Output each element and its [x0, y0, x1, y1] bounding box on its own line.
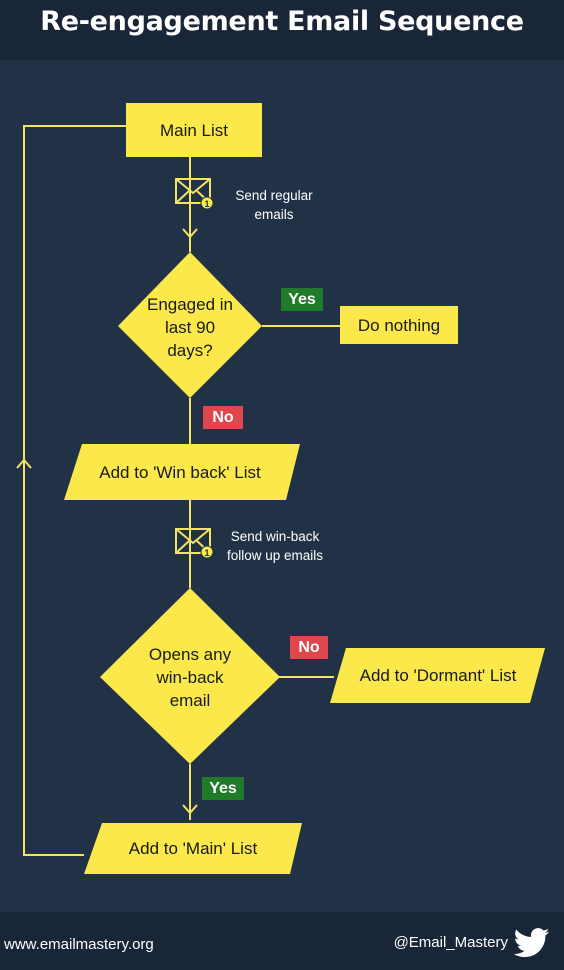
opens-question-label: Opens any win-back email	[148, 644, 232, 710]
main-list-box	[126, 103, 262, 157]
header-bar: Re-engagement Email Sequence	[0, 0, 564, 60]
arrowhead-down-2	[182, 804, 198, 815]
send-regular-note: Send regular emails	[235, 188, 313, 222]
dormant-list-label: Add to 'Dormant' List	[359, 666, 517, 685]
send-winback-note: Send win-back follow up emails	[226, 529, 324, 563]
footer-bar: www.emailmastery.org @Email_Mastery	[0, 912, 564, 970]
website-link[interactable]: www.emailmastery.org	[4, 936, 154, 953]
twitter-handle[interactable]: @Email_Mastery	[393, 934, 508, 951]
yes-badge: Yes	[202, 777, 244, 800]
arrowhead-up	[16, 458, 32, 469]
win-back-parallelogram	[64, 444, 300, 500]
twitter-icon[interactable]	[514, 928, 550, 958]
engaged-diamond	[118, 252, 262, 398]
no-badge: No	[203, 406, 243, 429]
do-nothing-box	[340, 306, 458, 344]
email-icon-count: 1	[204, 199, 209, 209]
email-icon-count: 1	[204, 548, 209, 558]
no-badge: No	[290, 636, 328, 659]
main-list-label: Main List	[159, 120, 229, 140]
add-main-list-label: Add to 'Main' List	[128, 839, 258, 858]
do-nothing-label: Do nothing	[357, 315, 441, 335]
connectors	[16, 125, 340, 856]
win-back-list-label: Add to 'Win back' List	[99, 462, 261, 482]
email-icon: 1	[175, 178, 214, 210]
engaged-question-label: Engaged in last 90 days?	[146, 294, 234, 360]
yes-badge: Yes	[281, 288, 323, 311]
dormant-parallelogram	[330, 648, 545, 703]
opens-diamond	[100, 588, 280, 764]
email-icon: 1	[175, 528, 214, 559]
arrowhead-down-1	[182, 228, 198, 239]
page-title: Re-engagement Email Sequence	[40, 5, 524, 37]
add-main-parallelogram	[84, 823, 302, 874]
line-loop-back	[23, 125, 126, 856]
